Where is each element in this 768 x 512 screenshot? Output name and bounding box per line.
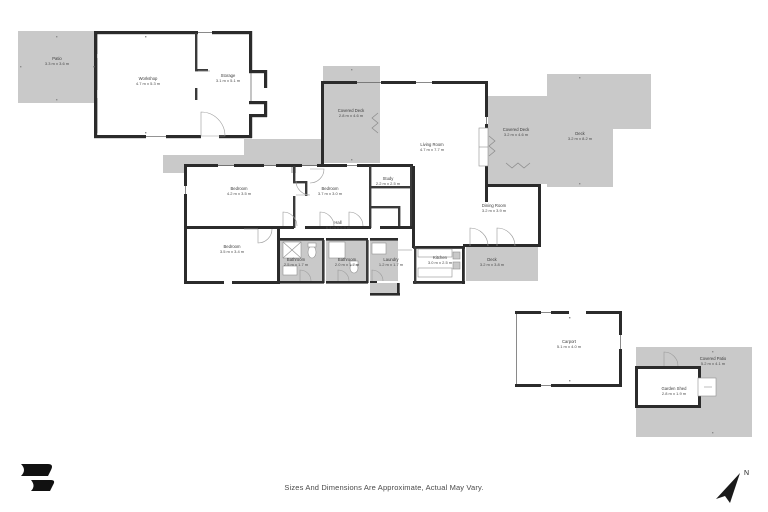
room-name: Garden Shed <box>662 386 688 391</box>
disclaimer-text: Sizes And Dimensions Are Approximate, Ac… <box>284 483 484 492</box>
room-dimensions: 3.2 m x 3.8 m <box>480 262 505 267</box>
room-name: Laundry <box>383 257 399 262</box>
room-dimensions: 1.2 m x 1.7 m <box>379 262 404 267</box>
room-name: Carport <box>562 339 577 344</box>
area-workshop <box>96 33 196 136</box>
room-dimensions: 3.5 m x 3.4 m <box>220 249 245 254</box>
room-name: Kitchen <box>433 255 448 260</box>
room-name: Bathroom <box>338 257 357 262</box>
room-dimensions: 3.2 m x 4.6 m <box>504 132 529 137</box>
deck-edge-marks <box>371 112 531 169</box>
room-dimensions: 2.5 m x 1.7 m <box>284 262 309 267</box>
area-garden-shed <box>637 368 699 406</box>
room-dimensions: 2.8 m x 4.6 m <box>339 113 364 118</box>
north-label: N <box>744 470 749 477</box>
room-dimensions: 5.2 m x 4.1 m <box>701 361 726 366</box>
walls-rear-utility <box>370 283 400 296</box>
area-bedroom-3 <box>186 228 278 283</box>
brand-logo <box>18 461 64 495</box>
walls-workshop-block <box>94 31 268 139</box>
area-carport <box>517 313 622 385</box>
area-deck-east <box>547 74 613 187</box>
room-dimensions: 3.0 m x 2.5 m <box>428 260 453 265</box>
room-name: Covered Patio <box>700 356 727 361</box>
room-name: Bedroom <box>231 186 249 191</box>
walls-shed-patio <box>635 351 717 408</box>
room-name: Hall <box>334 220 341 225</box>
room-name: Covered Deck <box>338 108 365 113</box>
room-name: Storage <box>221 73 236 78</box>
room-dimensions: 3.2 m x 8.2 m <box>568 136 593 141</box>
room-name: Dining Room <box>482 203 507 208</box>
room-dimensions: 4.2 m x 3.5 m <box>227 191 252 196</box>
edge-tick-marks <box>20 36 714 434</box>
room-name: Covered Deck <box>503 127 530 132</box>
room-dimensions: 3.7 m x 3.0 m <box>318 191 343 196</box>
room-dimensions: 3.2 m x 3.9 m <box>482 208 507 213</box>
room-dimensions: 2.2 m x 2.5 m <box>376 181 401 186</box>
area-deck-south <box>466 240 538 281</box>
area-covered-deck-east <box>487 96 547 184</box>
north-arrow: N <box>706 466 752 508</box>
walls-kitchen <box>398 246 465 284</box>
walls-living-core <box>321 81 541 248</box>
area-bedroom-2 <box>296 166 371 228</box>
area-patio <box>18 31 96 103</box>
room-dimensions: 4.7 m x 5.3 m <box>136 81 161 86</box>
room-name: Deck <box>575 131 585 136</box>
area-deck-east-ext <box>613 74 651 129</box>
room-dimensions: 5.1 m x 4.0 m <box>557 344 582 349</box>
wet-areas <box>280 238 398 284</box>
room-name: Study <box>383 176 395 181</box>
area-storage <box>196 33 251 136</box>
room-name: Living Room <box>420 142 444 147</box>
walls-carport <box>515 311 622 387</box>
walls-bedroom3 <box>184 228 280 284</box>
room-name: Deck <box>487 257 497 262</box>
room-dimensions: 4.7 m x 7.7 m <box>420 147 445 152</box>
room-dimensions: 2.0 m x 1.7 m <box>335 262 360 267</box>
area-bedroom-1 <box>186 166 291 228</box>
walls-bedroom-wing <box>184 164 413 229</box>
indoor-areas <box>96 33 699 406</box>
room-dimensions: 3.1 m x 5.1 m <box>216 78 241 83</box>
room-name: Workshop <box>139 76 158 81</box>
room-name: Bathroom <box>287 257 306 262</box>
room-name: Patio <box>52 56 62 61</box>
room-name: Bedroom <box>224 244 242 249</box>
room-name: Bedroom <box>322 186 340 191</box>
room-dimensions: 3.3 m x 3.6 m <box>45 61 70 66</box>
room-dimensions: 2.8 m x 1.9 m <box>662 391 687 396</box>
room-dimensions: 6.4 m x 0.9 m <box>326 225 351 230</box>
area-dining <box>463 185 541 247</box>
